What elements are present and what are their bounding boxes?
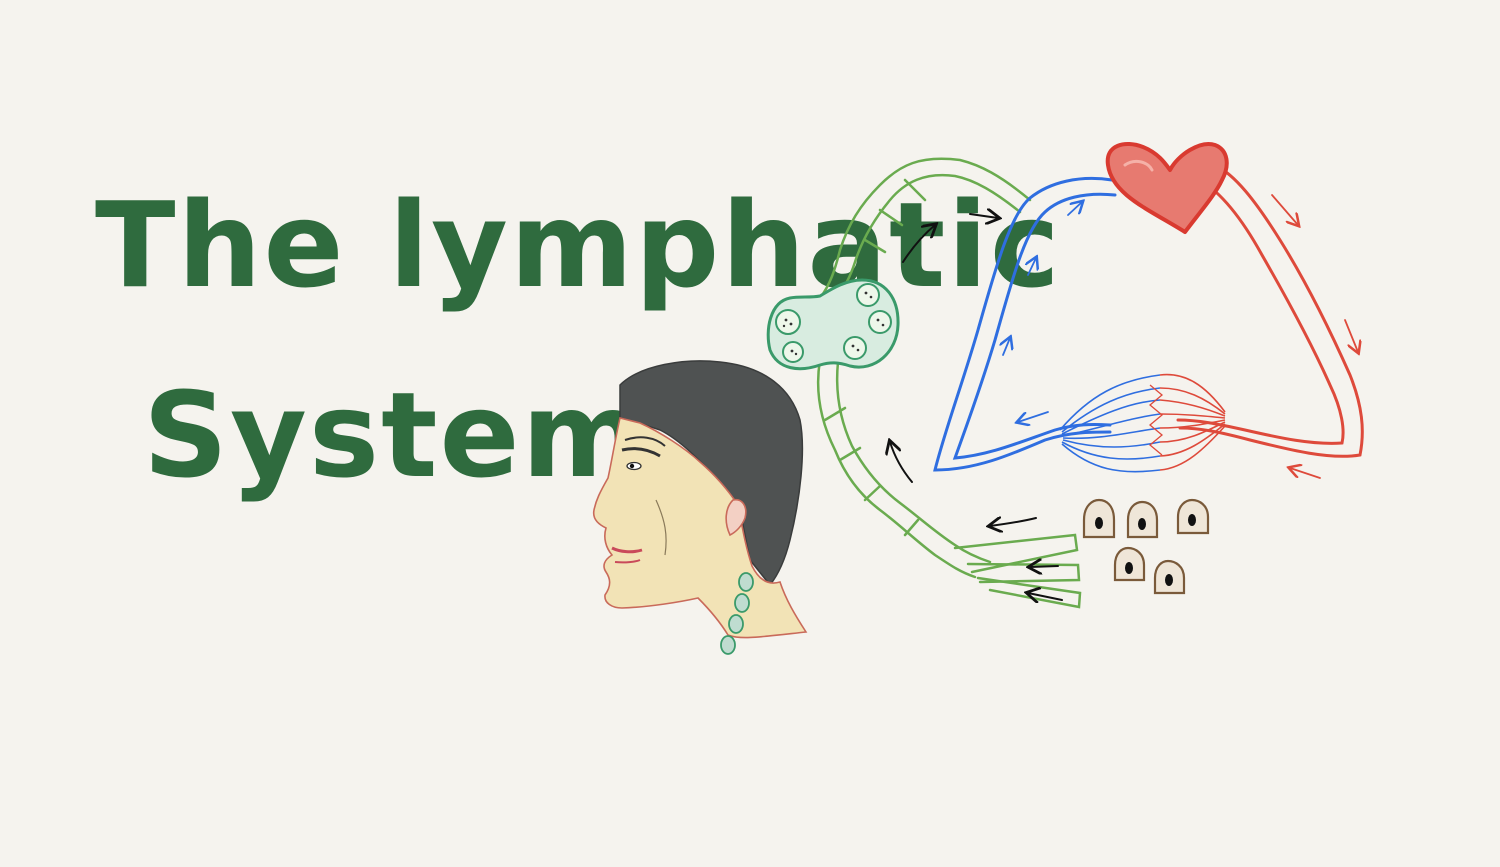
- vein-flow-arrows: [1003, 202, 1082, 422]
- artery-vessel: [1176, 163, 1364, 458]
- head-icon: [592, 360, 808, 655]
- artery-flow-arrows: [1271, 194, 1358, 479]
- vein-vessel: [933, 176, 1117, 472]
- heart-icon: [1105, 142, 1229, 234]
- title-line-1: The lymphatic: [95, 176, 1062, 314]
- lymphatic-vessel: [816, 157, 1082, 609]
- page-title: The lymphatic System: [95, 150, 1062, 530]
- neck-lymph-nodes: [720, 572, 754, 655]
- lymph-node-icon: [766, 278, 900, 371]
- title-line-2: System: [143, 366, 647, 504]
- tissue-cells-icon: [1082, 498, 1210, 595]
- capillary-bed-icon: [1059, 373, 1226, 473]
- lymph-flow-arrows: [890, 214, 1063, 600]
